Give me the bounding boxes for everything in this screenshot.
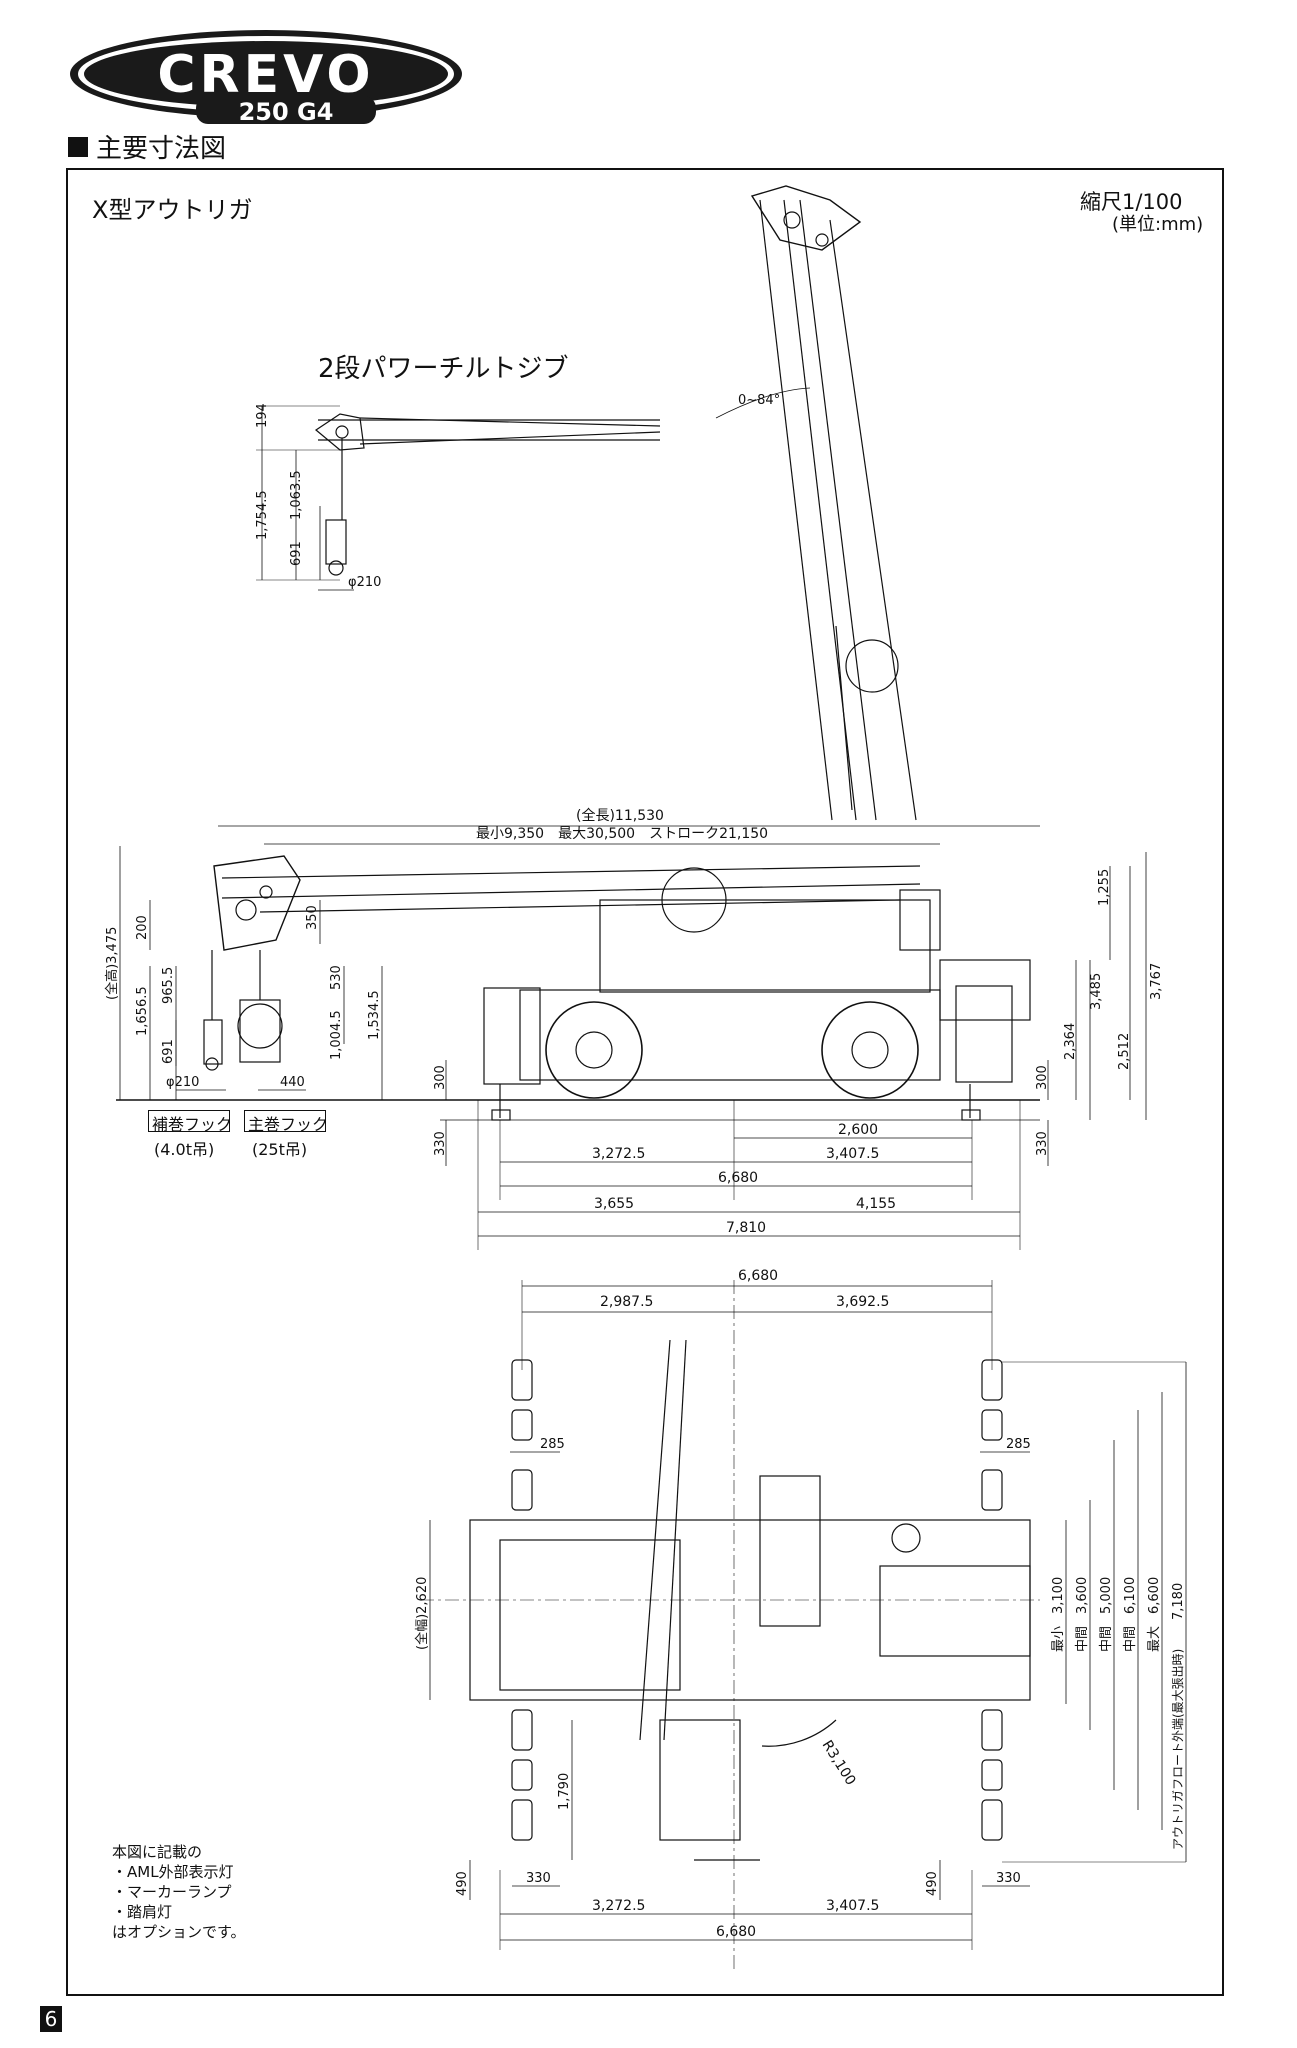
plan-view	[420, 1280, 1187, 1970]
side-dim-350: 350	[305, 905, 320, 930]
note-line: ・マーカーランプ	[112, 1883, 232, 1901]
rear-3407: 3,407.5	[826, 1146, 879, 1162]
outrigger-left-300: 300	[433, 1065, 448, 1090]
aux-hook-box	[148, 1110, 230, 1132]
plan-overall-width: (全幅)2,620	[414, 1577, 430, 1650]
jib-dim-1754: 1,754.5	[255, 490, 270, 540]
overall-height: (全高)3,475	[104, 927, 120, 1000]
page-number: 6	[40, 2006, 62, 2032]
side-elevation	[116, 825, 1147, 1250]
jib-title: 2段パワーチルトジブ	[318, 354, 569, 384]
right-dim-3767: 3,767	[1149, 963, 1164, 1000]
boom-range: 最小9,350 最大30,500 ストローク21,150	[476, 826, 768, 842]
plan-width-label-4: 最大	[1147, 1626, 1162, 1652]
plan-offset-right: 285	[1006, 1437, 1031, 1452]
side-dim-440: 440	[280, 1075, 305, 1090]
jib-angle: 0~84°	[738, 393, 780, 408]
overall-length: (全長)11,530	[576, 807, 664, 824]
right-dim-2364: 2,364	[1063, 1023, 1078, 1060]
raised-boom	[715, 185, 917, 821]
outrigger-right-300: 300	[1035, 1065, 1050, 1090]
plan-top-3692: 3,692.5	[836, 1294, 889, 1310]
plan-bottom-6680: 6,680	[716, 1924, 756, 1940]
plan-bottom-490-left: 490	[455, 1871, 470, 1896]
plan-rear-1790: 1,790	[557, 1773, 572, 1810]
plan-width-value-2: 5,000	[1099, 1577, 1114, 1614]
plan-bottom-490-right: 490	[925, 1871, 940, 1896]
note-line: 本図に記載の	[112, 1843, 203, 1861]
plan-width-value-1: 3,600	[1075, 1577, 1090, 1614]
side-dim-530: 530	[329, 965, 344, 990]
span-6680: 6,680	[718, 1170, 758, 1186]
outrigger-right-330: 330	[1035, 1131, 1050, 1156]
section-title-text: 主要寸法図	[96, 134, 227, 164]
right-dim-1255: 1,255	[1097, 869, 1112, 906]
wheelbase: 2,600	[838, 1122, 878, 1138]
outrigger-type-label: X型アウトリガ	[92, 196, 253, 224]
plan-float-outer: アウトリガフロート外端(最大張出時)	[1171, 1649, 1185, 1850]
crevo-250-g4-logo: CREVO 250 G4	[70, 30, 462, 126]
jib-dim-1063: 1,063.5	[289, 470, 304, 520]
main-hook-box	[244, 1110, 326, 1132]
svg-text:250 G4: 250 G4	[239, 98, 334, 126]
plan-bottom-3272: 3,272.5	[592, 1898, 645, 1914]
plan-width-value-3: 6,100	[1123, 1577, 1138, 1614]
plan-width-label-3: 中間	[1123, 1626, 1138, 1652]
aux-hook-name: 補巻フック	[152, 1115, 233, 1134]
jib-dim-691: 691	[289, 541, 304, 566]
svg-text:CREVO: CREVO	[157, 45, 374, 105]
plan-offset-left: 285	[540, 1437, 565, 1452]
note-line: はオプションです。	[112, 1923, 246, 1941]
plan-width-value-0: 3,100	[1051, 1577, 1066, 1614]
plan-float-outer-value: 7,180	[1171, 1583, 1186, 1620]
right-dim-3485: 3,485	[1089, 973, 1104, 1010]
drawing-frame	[66, 168, 1224, 1996]
plan-top-6680: 6,680	[738, 1268, 778, 1284]
side-dim-1004: 1,004.5	[329, 1010, 344, 1060]
jib-dim-194: 194	[255, 403, 270, 428]
jib-dim-phi210: φ210	[348, 575, 381, 590]
main-hook-capacity: (25t吊)	[252, 1140, 308, 1159]
note-line: ・踏肩灯	[112, 1903, 173, 1921]
section-title: 主要寸法図	[68, 128, 226, 165]
plan-radius: R3,100	[819, 1738, 859, 1789]
outrigger-left-330: 330	[433, 1131, 448, 1156]
plan-top-2987: 2,987.5	[600, 1294, 653, 1310]
note-line: ・AML外部表示灯	[112, 1863, 234, 1881]
square-bullet-icon	[68, 136, 88, 157]
unit-label: (単位:mm)	[1112, 214, 1204, 235]
right-dim-2512: 2,512	[1117, 1033, 1132, 1070]
overhang-4155: 4,155	[856, 1196, 896, 1212]
side-dim-200: 200	[135, 915, 150, 940]
plan-width-value-4: 6,600	[1147, 1577, 1162, 1614]
total-7810: 7,810	[726, 1220, 766, 1236]
plan-bottom-330-left: 330	[526, 1871, 551, 1886]
plan-width-label-1: 中間	[1075, 1626, 1090, 1652]
front-3272: 3,272.5	[592, 1146, 645, 1162]
main-hook-name: 主巻フック	[248, 1115, 329, 1134]
side-dim-965: 965.5	[161, 967, 176, 1004]
overhang-3655: 3,655	[594, 1196, 634, 1212]
option-note: 本図に記載の ・AML外部表示灯 ・マーカーランプ ・踏肩灯 はオプションです。	[112, 1842, 246, 1942]
jib-detail	[256, 405, 661, 591]
aux-hook-capacity: (4.0t吊)	[154, 1140, 215, 1159]
plan-bottom-3407: 3,407.5	[826, 1898, 879, 1914]
side-dim-1656: 1,656.5	[135, 986, 150, 1036]
scale-label: 縮尺1/100	[1080, 190, 1183, 214]
side-dim-691: 691	[161, 1039, 176, 1064]
plan-width-label-0: 最小	[1051, 1626, 1066, 1652]
side-dim-1534: 1,534.5	[367, 990, 382, 1040]
plan-bottom-330-right: 330	[996, 1871, 1021, 1886]
plan-width-label-2: 中間	[1099, 1626, 1114, 1652]
side-dim-phi210: φ210	[166, 1075, 199, 1090]
